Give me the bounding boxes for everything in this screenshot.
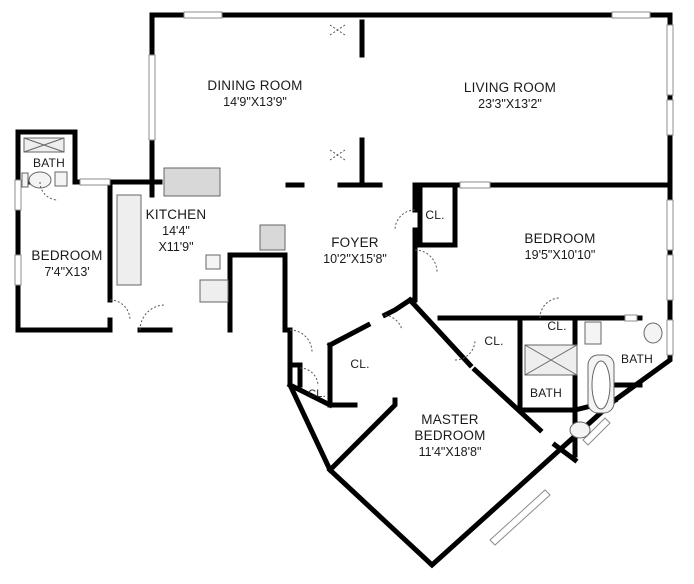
counter-top (163, 167, 221, 197)
room-name: BATH (530, 386, 562, 400)
windows (14, 11, 674, 546)
room-label-bedroom-left: BEDROOM 7'4"X13' (22, 248, 112, 280)
room-label-dining: DINING ROOM 14'9"X13'9" (190, 78, 320, 110)
kitchen-counter-left (116, 194, 142, 286)
room-name: DINING ROOM (207, 78, 303, 93)
closet-label: CL. (484, 334, 504, 348)
sink-icon (205, 254, 221, 270)
room-label-bath-left: BATH (24, 155, 74, 171)
room-dimensions: 10'2"X15'8" (323, 252, 387, 266)
vanity-icon (584, 321, 602, 345)
room-label-bath-right: BATH (612, 351, 662, 367)
room-name-2: BEDROOM (414, 428, 486, 443)
room-name: FOYER (331, 235, 379, 250)
room-dimensions: 23'3"X13'2" (478, 97, 542, 111)
room-dimensions: 14'4" (162, 224, 190, 238)
counter-right (259, 224, 286, 251)
room-dimensions: 7'4"X13' (44, 265, 90, 279)
fixtures (21, 137, 663, 439)
room-label-master: MASTER BEDROOM 11'4"X18'8" (395, 412, 505, 460)
room-label-living: LIVING ROOM 23'3"X13'2" (445, 80, 575, 112)
room-name: KITCHEN (145, 207, 207, 222)
room-label-bedroom-right: BEDROOM 19'5"X10'10" (490, 231, 630, 263)
room-name: BEDROOM (31, 248, 103, 263)
closet-label: CL. (350, 357, 370, 371)
room-label-kitchen: KITCHEN 14'4" X11'9" (138, 207, 214, 255)
doors (39, 24, 561, 387)
room-name: LIVING ROOM (463, 80, 557, 95)
room-name: MASTER (421, 412, 479, 427)
room-dimensions: 19'5"X10'10" (524, 248, 596, 262)
room-label-bath-master: BATH (522, 385, 570, 401)
toilet-icon-master (569, 421, 591, 439)
room-label-foyer: FOYER 10'2"X15'8" (300, 235, 410, 267)
toilet-icon (28, 171, 52, 189)
room-name: BEDROOM (524, 231, 596, 246)
closet-label: CL. (547, 319, 567, 333)
closet-label: CL. (425, 208, 445, 222)
closet-label: CL. (308, 388, 326, 400)
toilet-icon-right (643, 322, 663, 344)
room-dimensions: X11'9" (158, 240, 194, 254)
room-dimensions: 11'4"X18'8" (418, 445, 482, 459)
room-dimensions: 14'9"X13'9" (223, 95, 287, 109)
room-name: BATH (621, 352, 653, 366)
room-name: BATH (33, 156, 65, 170)
